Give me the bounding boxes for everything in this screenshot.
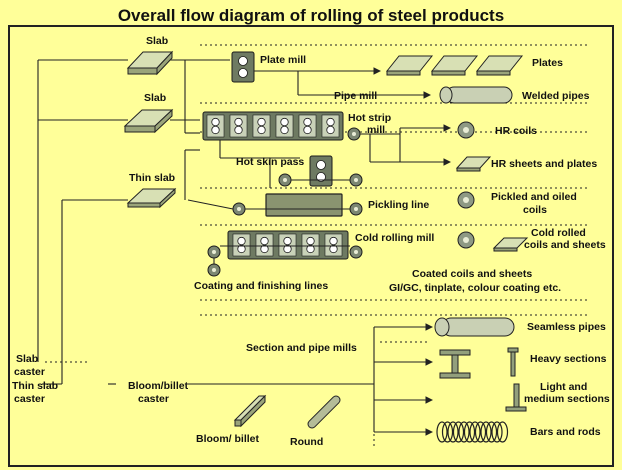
cold-rolled-sheet-icon [492, 237, 529, 252]
thin-slab-label: Thin slab [129, 172, 175, 184]
bloom-billet-label: Bloom/ billet [196, 433, 260, 445]
pickled-label: Pickled and oiled [491, 191, 577, 203]
crm-uncoiler-icon [207, 245, 221, 259]
hot-strip-output-coil-icon [347, 127, 361, 141]
light-medium-label-2: medium sections [524, 393, 610, 405]
light-medium-label: Light and [540, 381, 587, 393]
plate-mill-label: Plate mill [260, 54, 306, 66]
bloom-caster-label: Bloom/billet [128, 380, 189, 392]
skin-pass-uncoiler-icon [278, 173, 292, 187]
pipe-mill-label: Pipe mill [334, 90, 377, 102]
hot-strip-mill-icon [202, 111, 344, 141]
hot-skin-pass-label: Hot skin pass [236, 156, 304, 168]
hot-strip-mill-label-2: mill [367, 124, 385, 136]
bloom-billet-icon [233, 394, 267, 428]
hot-strip-mill-label: Hot strip [348, 112, 391, 124]
cold-rolling-mill-icon [227, 230, 349, 260]
thin-slab-caster-label-2: caster [14, 393, 45, 405]
skin-pass-recoiler-icon [349, 173, 363, 187]
feed-lines [37, 59, 230, 385]
pickling-line-label: Pickling line [368, 199, 429, 211]
cold-rolled-label-2: coils and sheets [524, 239, 606, 251]
coated-label: Coated coils and sheets [412, 268, 532, 280]
cold-rolled-label: Cold rolled [531, 227, 586, 239]
slab-2-label: Slab [144, 92, 166, 104]
bars-rods-label: Bars and rods [530, 426, 601, 438]
slab-1-label: Slab [146, 35, 168, 47]
pickled-coil-icon [457, 191, 475, 209]
dotted-guides [45, 44, 590, 363]
plates-label: Plates [532, 57, 563, 69]
pickling-uncoiler-icon [232, 202, 246, 216]
light-section-icon [505, 383, 527, 412]
section-pipe-mills-label: Section and pipe mills [246, 342, 357, 354]
bloom-caster-label-2: caster [138, 393, 169, 405]
pickled-label-2: coils [523, 204, 547, 216]
coating-finishing-label: Coating and finishing lines [194, 280, 328, 292]
page-title: Overall flow diagram of rolling of steel… [118, 6, 504, 25]
slab-1-icon [126, 50, 174, 76]
slab-2-icon [123, 108, 174, 134]
hr-coil-icon [457, 121, 475, 139]
bar-coil-icon [436, 421, 509, 443]
hot-skin-pass-icon [309, 155, 333, 187]
slab-caster-label: Slab [16, 353, 38, 365]
plates-icon [385, 55, 524, 76]
coating-coil-icon [207, 263, 221, 277]
plate-mill-icon [231, 51, 255, 83]
hr-sheet-icon [455, 156, 492, 172]
hr-sheets-label: HR sheets and plates [491, 158, 597, 170]
thin-slab-icon [126, 187, 177, 209]
slab-caster-label-2: caster [14, 366, 45, 378]
crm-recoiler-icon [349, 245, 363, 259]
heavy-section-icon [439, 347, 519, 379]
cold-rolled-coil-icon [457, 231, 475, 249]
pickling-tank-icon [265, 193, 343, 217]
seamless-pipes-label: Seamless pipes [527, 321, 606, 333]
cold-rolling-mill-label: Cold rolling mill [355, 232, 434, 244]
welded-pipe-icon [439, 86, 513, 104]
welded-pipes-label: Welded pipes [522, 90, 590, 102]
round-bar-icon [307, 395, 341, 429]
pickling-recoiler-icon [349, 202, 363, 216]
seamless-pipe-icon [434, 317, 515, 337]
heavy-sections-label: Heavy sections [530, 353, 607, 365]
thin-slab-caster-label: Thin slab [12, 380, 58, 392]
hr-coils-label: HR coils [495, 125, 537, 137]
coated-label-2: GI/GC, tinplate, colour coating etc. [389, 282, 561, 294]
diagram-frame [8, 25, 614, 467]
round-label: Round [290, 436, 323, 448]
